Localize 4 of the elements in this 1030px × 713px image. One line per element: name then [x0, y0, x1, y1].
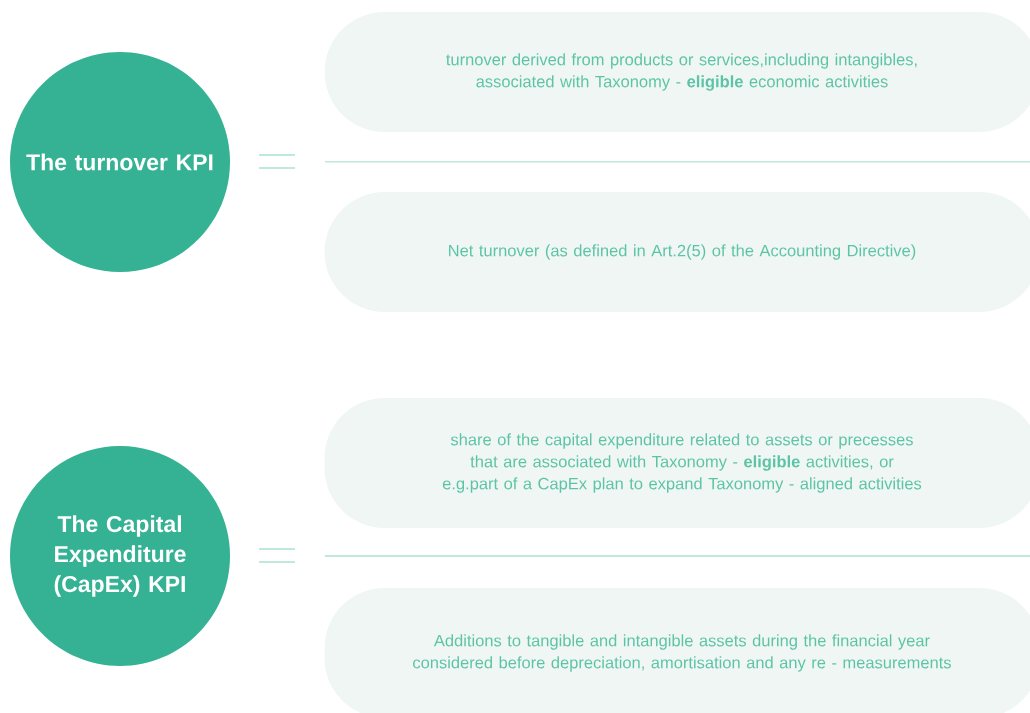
definition-box: Additions to tangible and intangible assets during the financial year considered before depreciation, amortisation and any re - measurements [324, 588, 1030, 713]
definition-box: share of the capital expenditure related to assets or precesses that are associated with Taxonomy - eligible activities, or e.g.part of a CapEx plan to expand Taxonomy - aligned activities [324, 398, 1030, 528]
definition-box: turnover derived from products or services,including intangibles, associated with Taxonomy - eligible economic activities [324, 12, 1030, 132]
definition-box: Net turnover (as defined in Art.2(5) of the Accounting Directive) [324, 192, 1030, 312]
